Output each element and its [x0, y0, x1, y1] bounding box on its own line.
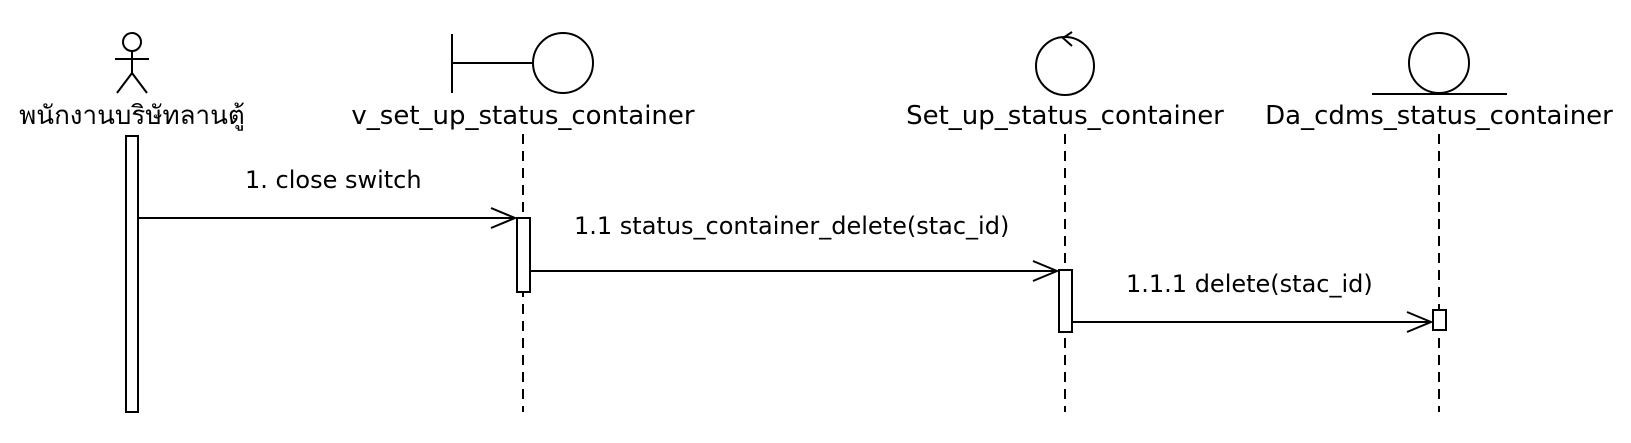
participant-actor: พนักงานบริษัทลานตู้ [19, 32, 245, 413]
message-label-3: 1.1.1 delete(stac_id) [1126, 270, 1373, 298]
participant-control: Set_up_status_container [906, 31, 1224, 412]
participant-label-control: Set_up_status_container [906, 101, 1224, 131]
message-3: 1.1.1 delete(stac_id) [1072, 270, 1434, 333]
activation-bar-control [1058, 269, 1073, 333]
boundary-icon [451, 32, 594, 94]
message-label-2: 1.1 status_container_delete(stac_id) [574, 212, 1009, 240]
activation-bar-actor [125, 135, 139, 413]
participant-label-entity: Da_cdms_status_container [1265, 101, 1613, 131]
participant-label-actor: พนักงานบริษัทลานตู้ [19, 101, 245, 131]
message-label-1: 1. close switch [245, 166, 422, 194]
message-2: 1.1 status_container_delete(stac_id) [530, 212, 1060, 282]
activation-bar-boundary [516, 217, 531, 293]
arrowhead-3 [1406, 311, 1434, 333]
actor-icon [115, 32, 149, 94]
participant-boundary: v_set_up_status_container [351, 32, 695, 412]
activation-bar-entity [1432, 309, 1447, 331]
message-1: 1. close switch [138, 166, 518, 229]
arrowhead-1 [490, 207, 518, 229]
participant-label-boundary: v_set_up_status_container [351, 101, 695, 131]
participant-entity: Da_cdms_status_container [1265, 32, 1613, 412]
arrowhead-2 [1032, 260, 1060, 282]
control-icon [1035, 31, 1095, 96]
entity-icon [1372, 32, 1507, 95]
